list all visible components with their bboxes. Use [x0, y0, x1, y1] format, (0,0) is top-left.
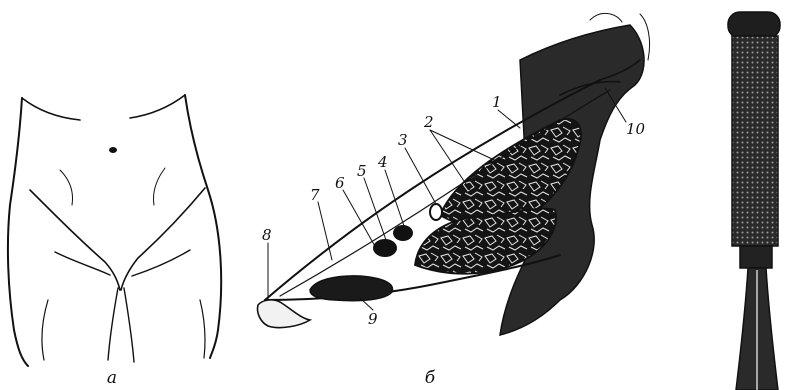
label-1: 1 — [492, 93, 502, 111]
label-9: 9 — [368, 310, 378, 328]
panel-b-cross-section — [257, 13, 649, 335]
label-6: 6 — [335, 174, 345, 192]
caption-a: а — [107, 368, 117, 388]
label-3: 3 — [398, 131, 408, 149]
label-4: 4 — [377, 153, 388, 171]
label-5: 5 — [357, 162, 367, 180]
label-2: 2 — [423, 113, 434, 131]
panel-a-groin-drawing — [8, 95, 221, 366]
label-8: 8 — [262, 226, 272, 244]
label-10: 10 — [626, 120, 646, 138]
panel-c-instrument — [728, 12, 780, 390]
caption-b: б — [425, 368, 436, 388]
label-7: 7 — [310, 186, 320, 204]
